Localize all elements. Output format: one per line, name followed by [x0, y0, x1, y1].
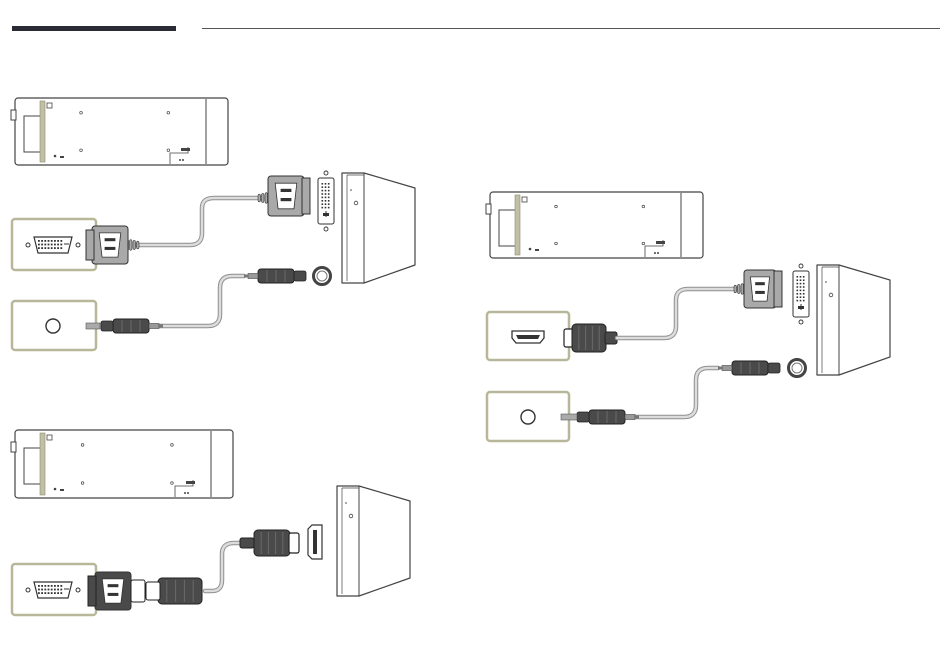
audio-jack-icon	[521, 410, 535, 424]
pc-dvi-port-3	[793, 264, 809, 324]
pc-tower-1	[342, 173, 415, 283]
monitor-dvi-port-1	[12, 219, 96, 270]
hdmi-plug-monitor-3	[572, 324, 606, 352]
dvi-hdmi-adapter	[131, 580, 145, 602]
monitor-rear-1	[11, 98, 228, 165]
hdmi-plug-pc-2	[254, 530, 290, 556]
hdmi-plug-adapter-2	[158, 578, 202, 604]
audio-plug-pc-3	[718, 361, 780, 375]
pc-audio-jack-3	[789, 360, 806, 377]
monitor-hdmi-port-3	[487, 312, 569, 360]
audio-jack-icon	[46, 319, 60, 333]
dvi-plug-pc-3	[744, 270, 776, 308]
monitor-audio-port-1	[12, 301, 96, 350]
pc-audio-jack-1	[314, 268, 331, 285]
audio-cable-3	[626, 368, 718, 417]
pc-tower-2	[337, 486, 410, 596]
audio-plug-monitor-1	[101, 319, 163, 333]
dvi-plug-monitor-2	[95, 572, 131, 610]
audio-plug-pc-1	[244, 269, 306, 283]
dvi-plug-flange-1	[86, 230, 94, 260]
pc-tower-3	[817, 265, 890, 375]
pc-hdmi-port-2	[308, 525, 322, 559]
dvi-plug-monitor-1	[92, 226, 128, 264]
audio-plug-monitor-3	[577, 410, 639, 424]
monitor-rear-2	[11, 430, 233, 498]
audio-cable-1	[150, 276, 244, 326]
monitor-audio-port-3	[487, 392, 569, 441]
pc-dvi-port-1	[318, 171, 334, 231]
hdmi-port-icon	[512, 331, 544, 343]
monitor-dvi-port-2	[12, 564, 96, 615]
dvi-plug-pc-1	[268, 176, 304, 216]
monitor-rear-3	[486, 192, 703, 258]
dvi-cable-1	[137, 198, 262, 245]
